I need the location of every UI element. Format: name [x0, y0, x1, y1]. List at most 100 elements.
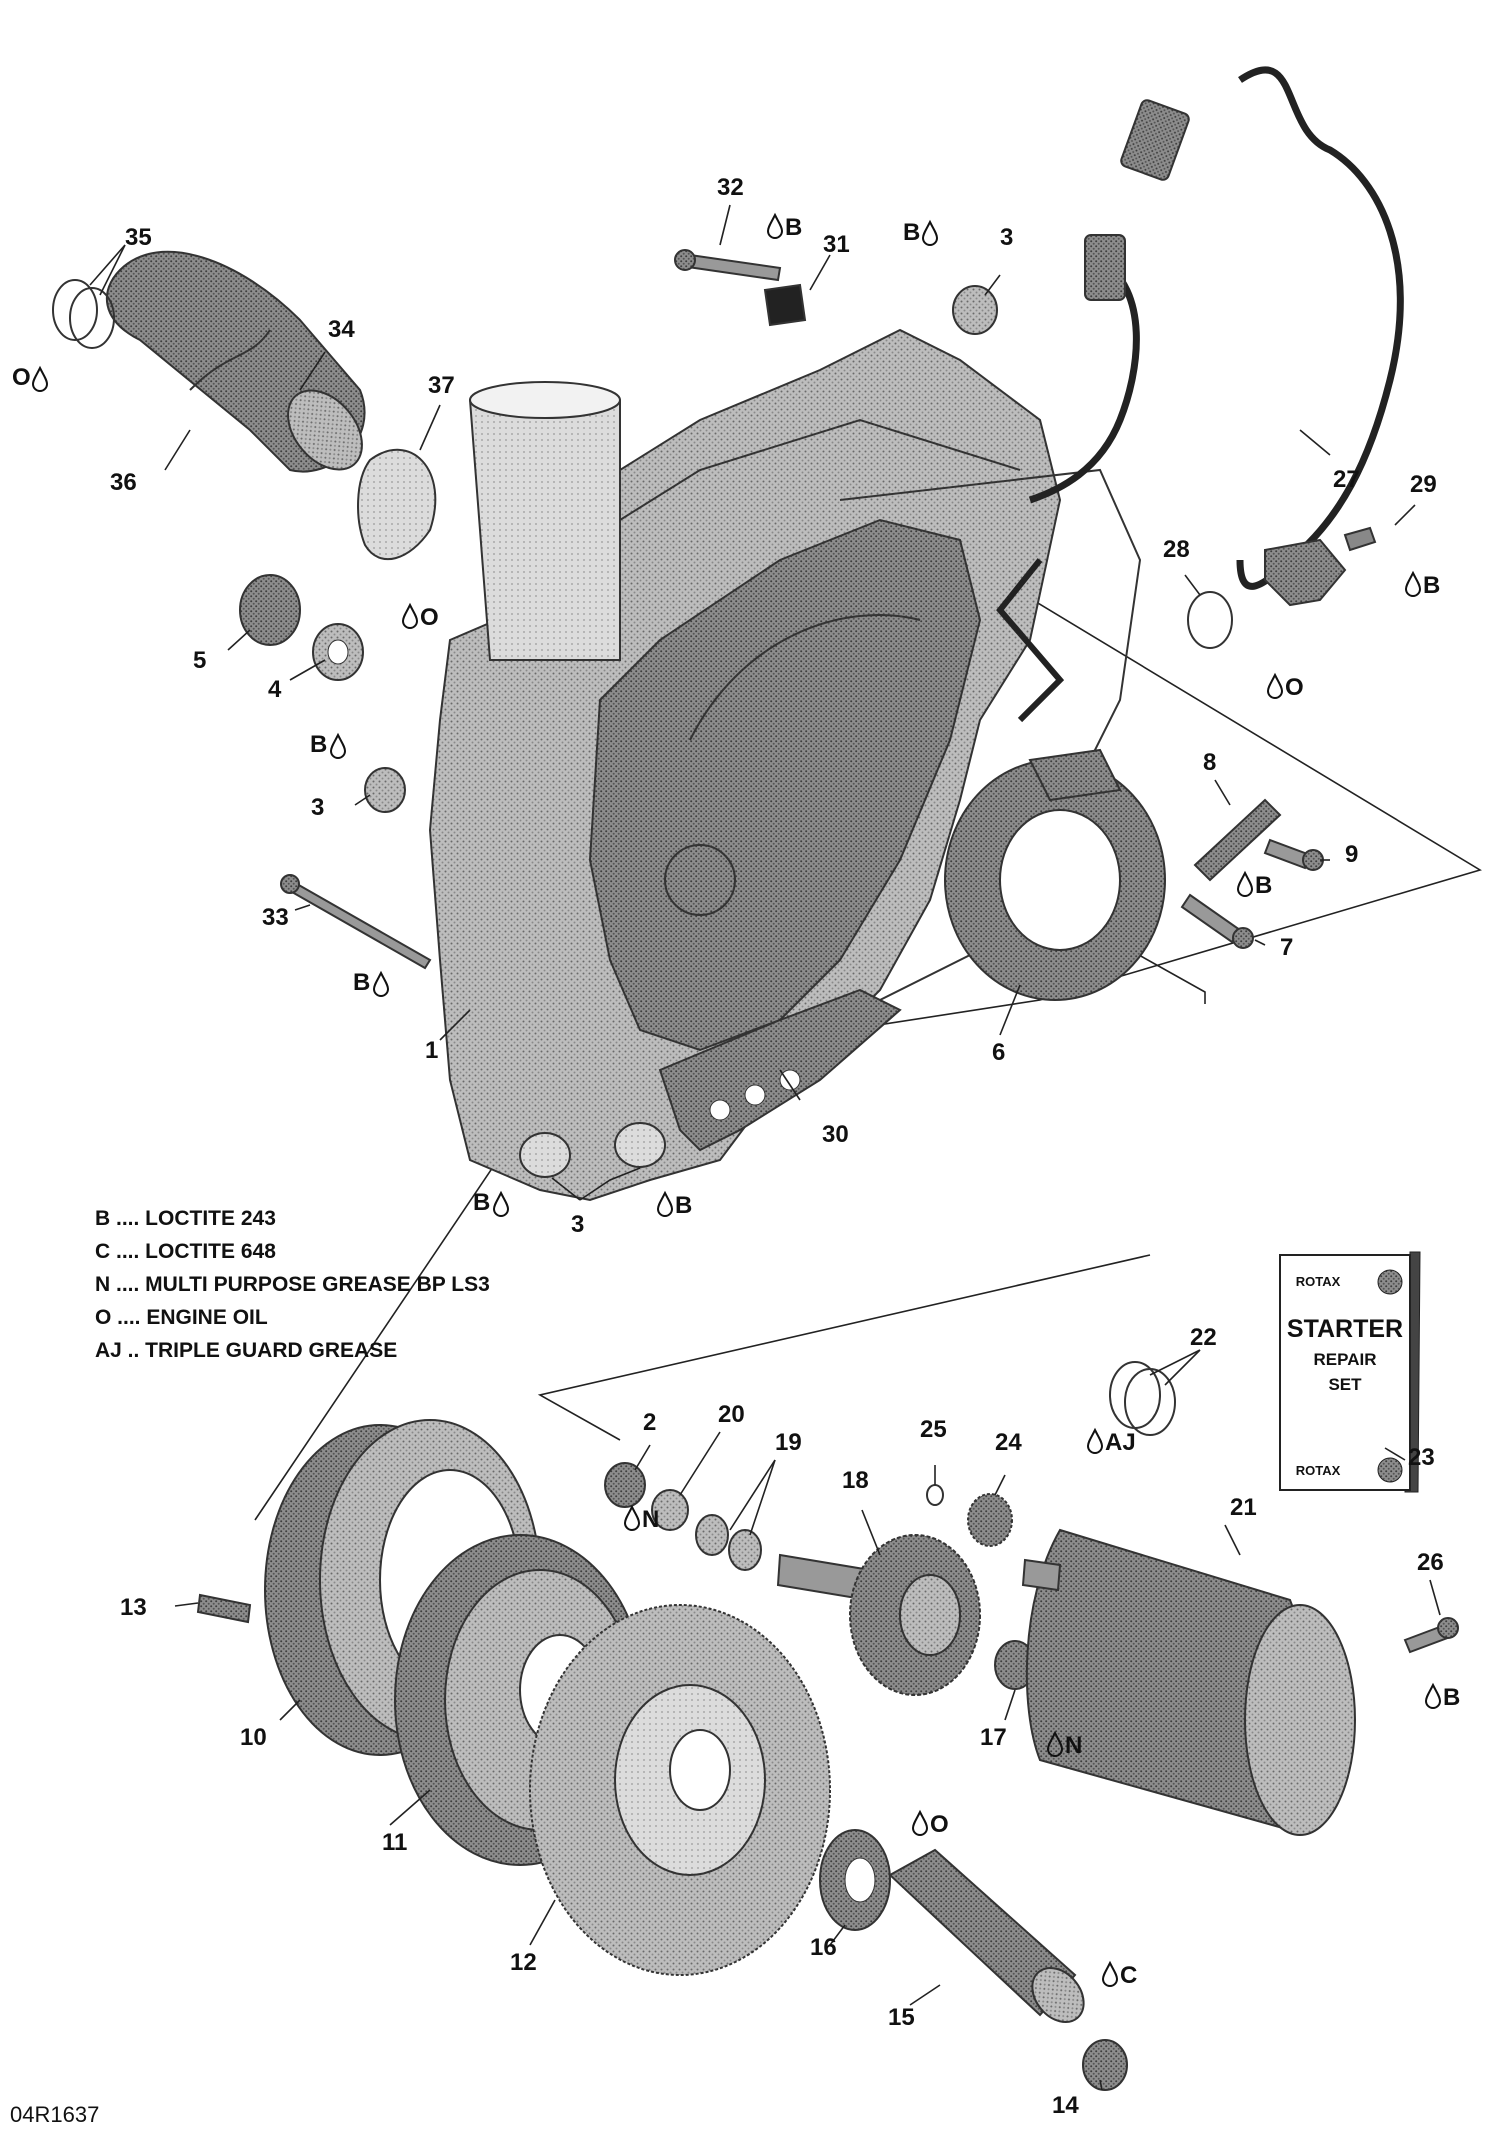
svg-text:N: N — [1065, 1732, 1082, 1759]
callout-36: 36 — [110, 469, 137, 496]
legend-line: O .... ENGINE OIL — [95, 1306, 268, 1329]
sealant-mark: AJ — [1086, 1427, 1136, 1456]
callout-3: 3 — [1000, 224, 1013, 251]
washer — [695, 1514, 729, 1556]
wiring-harness — [996, 66, 1404, 723]
sealant-mark: B — [903, 219, 939, 246]
callout-18: 18 — [842, 1467, 869, 1494]
washer — [728, 1529, 762, 1571]
callout-28: 28 — [1163, 536, 1190, 563]
callout-14: 14 — [1052, 2092, 1079, 2119]
svg-text:O: O — [420, 604, 439, 631]
kit-brand: ROTAX — [1296, 1274, 1341, 1289]
sealant-mark: N — [623, 1504, 659, 1533]
callout-5: 5 — [193, 647, 206, 674]
sealant-mark: N — [1046, 1730, 1082, 1759]
sealant-mark: B — [1236, 870, 1272, 899]
callout-35: 35 — [125, 224, 152, 251]
drop-icon — [656, 1190, 674, 1217]
drive-nut — [1082, 2039, 1128, 2091]
svg-text:O: O — [930, 1811, 949, 1838]
callout-11: 11 — [382, 1829, 407, 1856]
crank-position-sensor — [1264, 526, 1377, 607]
kit-title: STARTER — [1287, 1315, 1403, 1343]
thrust-washer — [651, 1489, 689, 1531]
kit-logo-icon — [1377, 1269, 1403, 1295]
oil-seal — [239, 574, 301, 646]
legend-line: C .... LOCTITE 648 — [95, 1240, 276, 1263]
starter-motor — [1021, 1528, 1356, 1836]
svg-text:O: O — [1285, 674, 1304, 701]
fitting — [763, 283, 807, 327]
drop-icon — [1404, 570, 1422, 597]
svg-text:B: B — [1423, 572, 1440, 599]
magneto-housing — [428, 328, 1062, 1202]
kit-subtitle-2: SET — [1328, 1375, 1362, 1394]
sealant-mark: O — [1266, 672, 1304, 701]
svg-text:C: C — [1120, 1962, 1137, 1989]
sealant-mark: B — [310, 731, 347, 759]
callout-27: 27 — [1333, 466, 1360, 493]
sealant-mark: B — [1404, 570, 1440, 599]
rotor-bolt — [196, 1593, 252, 1624]
stator-screw — [1180, 893, 1254, 949]
callout-32: 32 — [717, 174, 744, 201]
callout-3: 3 — [571, 1211, 584, 1238]
callout-33: 33 — [262, 904, 289, 931]
legend-line: B .... LOCTITE 243 — [95, 1207, 276, 1230]
legend-line: N .... MULTI PURPOSE GREASE BP LS3 — [95, 1273, 490, 1296]
stator-group-outline — [254, 555, 1482, 1521]
drop-icon — [1424, 1682, 1442, 1709]
sealant-mark: O — [401, 602, 439, 631]
sealant-mark: B — [656, 1190, 692, 1219]
callout-24: 24 — [995, 1429, 1022, 1456]
callout-3: 3 — [311, 794, 324, 821]
seal-washer — [312, 623, 364, 681]
callout-30: 30 — [822, 1121, 849, 1148]
callout-labels: 1 2 3 3 3 4 5 6 7 8 9 10 11 12 13 14 15 … — [110, 174, 1444, 2119]
drop-icon — [911, 1809, 929, 1836]
callout-10: 10 — [240, 1724, 267, 1751]
kit-brand-bottom: ROTAX — [1296, 1463, 1341, 1478]
sealant-mark: C — [1101, 1960, 1137, 1989]
sealant-mark: B — [353, 969, 390, 997]
diagram-id: 04R1637 — [10, 2102, 99, 2127]
svg-text:B: B — [903, 219, 920, 246]
starter-group-outline — [537, 949, 1206, 1441]
starter-repair-kit-card: ROTAX STARTER REPAIR SET ROTAX — [1279, 1251, 1421, 1493]
callout-25: 25 — [920, 1416, 947, 1443]
callout-4: 4 — [268, 676, 282, 703]
plug — [614, 1122, 666, 1168]
callout-6: 6 — [992, 1039, 1005, 1066]
drop-icon — [1046, 1730, 1064, 1757]
oil-filler-o-rings — [52, 279, 115, 349]
sealant-legend: B .... LOCTITE 243 C .... LOCTITE 648 N … — [95, 1207, 490, 1362]
bushing — [604, 1462, 646, 1508]
legend-line: AJ .. TRIPLE GUARD GREASE — [95, 1339, 397, 1362]
housing-bolt-long — [280, 874, 432, 970]
svg-text:B: B — [785, 214, 802, 241]
oil-filler-tube — [106, 250, 366, 473]
drop-icon — [1266, 672, 1284, 699]
leader-lines — [89, 204, 1441, 2091]
callout-31: 31 — [823, 231, 850, 258]
drop-icon — [329, 732, 347, 759]
callout-26: 26 — [1417, 1549, 1444, 1576]
filler-tube-ring — [357, 448, 437, 561]
callout-22: 22 — [1190, 1324, 1217, 1351]
callout-12: 12 — [510, 1949, 537, 1976]
double-gear — [776, 1534, 981, 1696]
sealant-mark: B — [473, 1189, 510, 1217]
starter-ring-gear — [529, 1604, 831, 1976]
sealant-markers: O B B O B B O B — [12, 212, 1460, 1989]
svg-text:O: O — [12, 364, 31, 391]
retaining-pin — [926, 1484, 944, 1506]
drop-icon — [1101, 1960, 1119, 1987]
drop-icon — [766, 212, 784, 239]
stator — [944, 748, 1166, 1001]
svg-text:B: B — [675, 1192, 692, 1219]
drop-icon — [921, 219, 939, 246]
sealant-mark: B — [1424, 1682, 1460, 1711]
starter-o-rings — [1109, 1361, 1176, 1436]
callout-19: 19 — [775, 1429, 802, 1456]
